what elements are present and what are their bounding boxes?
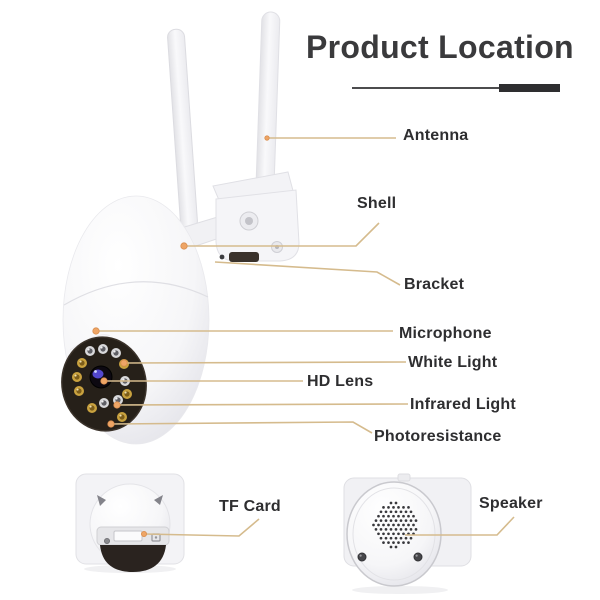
leader-speaker — [405, 516, 515, 536]
title-underline-accent — [499, 84, 560, 92]
speaker-grille-dots — [372, 501, 418, 549]
label-shell: Shell — [357, 195, 397, 212]
hd-lens — [89, 365, 113, 389]
leader-bracket — [214, 261, 401, 286]
label-bracket: Bracket — [404, 276, 465, 293]
tf-card-view — [75, 473, 185, 573]
bracket-base — [215, 189, 300, 262]
label-speaker: Speaker — [479, 495, 543, 512]
antenna-right — [255, 11, 281, 193]
leader-infrared-light — [116, 403, 409, 406]
page-title: Product Location — [306, 29, 574, 65]
leader-shell — [184, 222, 380, 247]
label-hd-lens: HD Lens — [307, 373, 374, 390]
label-tf-card: TF Card — [219, 498, 281, 515]
label-antenna: Antenna — [403, 127, 469, 144]
leader-dots — [92, 135, 270, 538]
label-photoresistance: Photoresistance — [374, 428, 502, 445]
label-infrared-light: Infrared Light — [410, 396, 516, 413]
leader-lines — [96, 137, 515, 537]
speaker-view — [343, 473, 472, 594]
leader-photoresistance — [110, 421, 373, 434]
infrared-led-array — [85, 344, 130, 408]
title-underline — [352, 87, 560, 89]
antenna-left — [167, 28, 198, 230]
leader-white-light — [123, 361, 407, 364]
leader-tf-card — [143, 518, 260, 537]
label-white-light: White Light — [408, 354, 498, 371]
label-microphone: Microphone — [399, 325, 492, 342]
